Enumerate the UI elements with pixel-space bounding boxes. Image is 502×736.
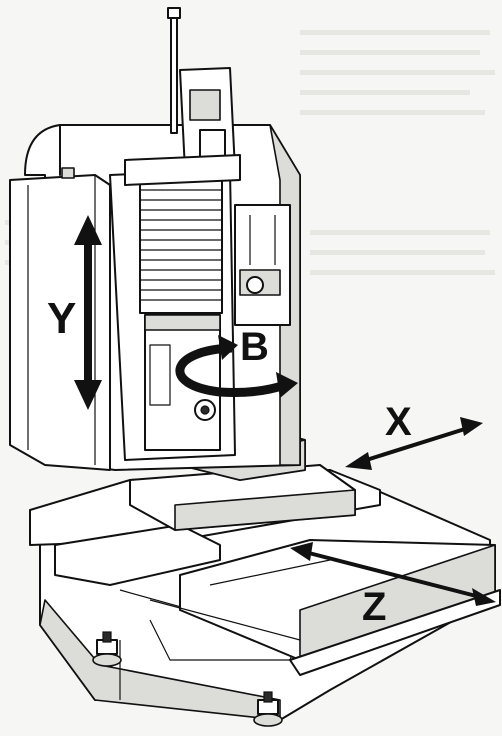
- leveling-feet: [92, 631, 283, 727]
- z-axis-label: Z: [362, 585, 386, 629]
- top-motor: [124, 7, 241, 186]
- bellows-pleats: [140, 189, 222, 301]
- foot-left: [92, 631, 122, 667]
- x-axis-arrow: [345, 417, 483, 470]
- b-rotation-arrow: [175, 335, 298, 398]
- bellows-cover: [139, 177, 223, 314]
- x-axis-label: X: [385, 400, 412, 444]
- x-slide: [129, 464, 356, 531]
- foot-right: [253, 691, 283, 727]
- z-axis-arrow: [290, 542, 496, 606]
- b-axis-label: B: [240, 325, 269, 369]
- tool-changer-arm: [234, 204, 291, 326]
- y-axis-arrow: [74, 215, 102, 410]
- y-axis-label: Y: [47, 294, 76, 343]
